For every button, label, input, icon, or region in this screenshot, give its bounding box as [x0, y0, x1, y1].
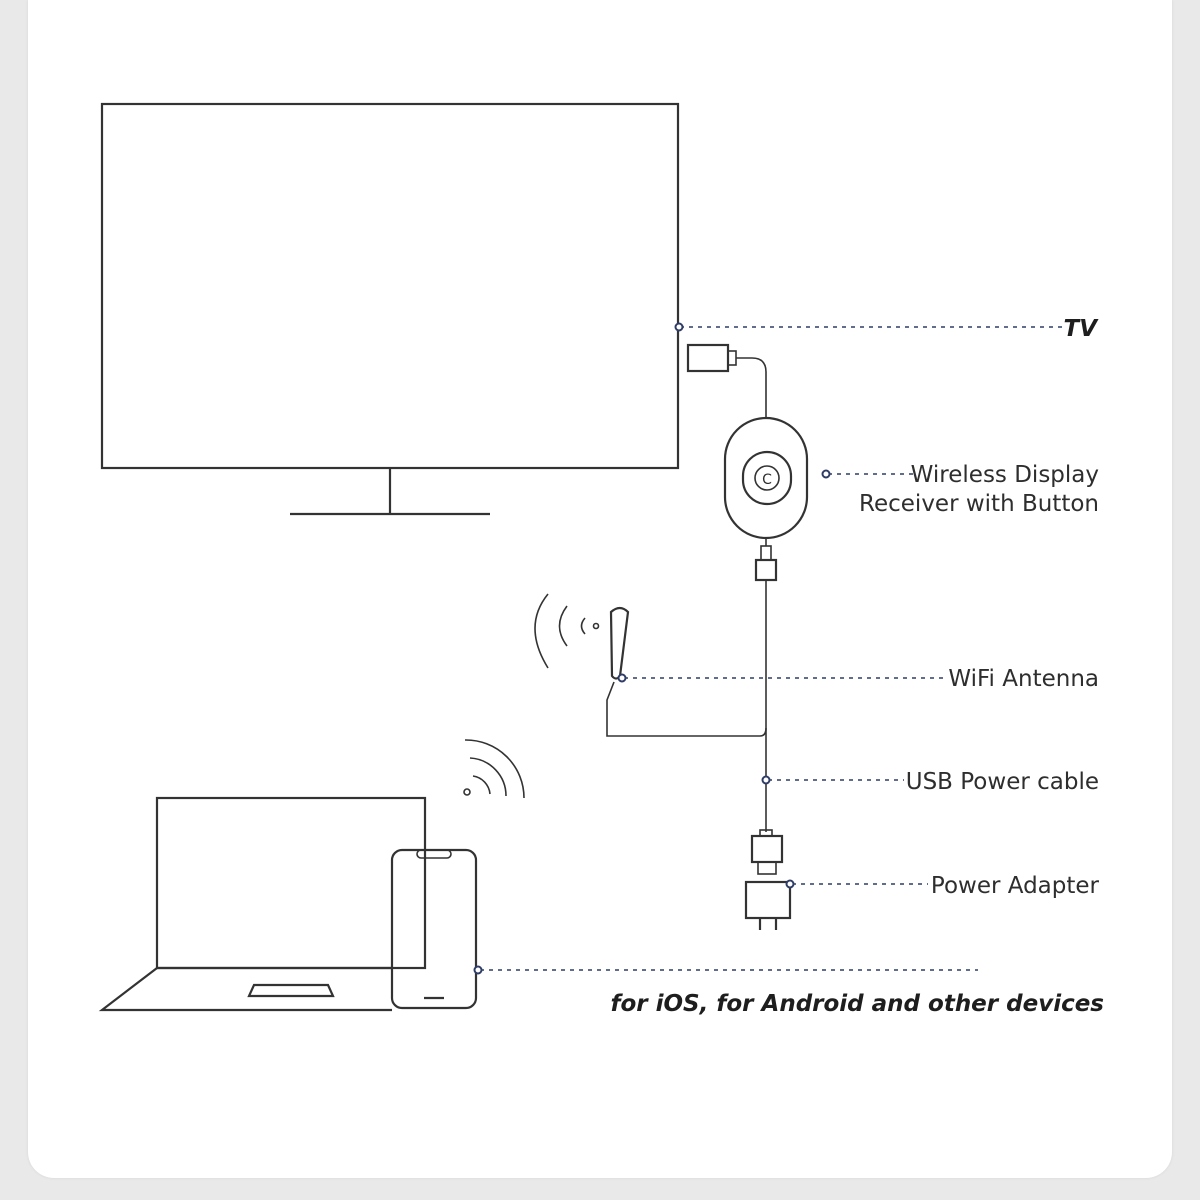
power-adapter-body — [744, 880, 792, 920]
antenna-cable — [606, 681, 767, 737]
antenna-body — [609, 606, 630, 680]
phone-illustration — [390, 848, 478, 1010]
receiver-button-glyph: C — [762, 472, 772, 488]
power-adapter-illustration — [744, 829, 792, 930]
usb-a-plug — [750, 834, 784, 864]
diagram-card — [28, 0, 1172, 1178]
antenna-leader-dot — [617, 673, 627, 683]
tv-screen — [100, 102, 680, 470]
wifi-signal-dot — [463, 788, 471, 796]
laptop-base — [98, 967, 392, 1012]
receiver-illustration: C — [723, 416, 809, 540]
wifi-signal-icon — [463, 739, 525, 799]
antenna-label: WiFi Antenna — [948, 666, 1099, 692]
adapter-leader-dot — [785, 879, 795, 889]
receiver-leader-dot — [821, 469, 831, 479]
power-adapter-label: Power Adapter — [931, 873, 1100, 899]
hdmi-connector-icon — [686, 343, 767, 418]
receiver-label-line2: Receiver with Button — [859, 491, 1099, 517]
devices-label: for iOS, for Android and other devices — [610, 991, 1104, 1017]
wifi-arc-3 — [464, 739, 525, 799]
phone-body — [390, 848, 478, 1010]
receiver-button-ring — [754, 465, 780, 491]
wifi-arc-1 — [472, 775, 491, 795]
hdmi-cable — [736, 357, 767, 418]
hdmi-plug-tip — [727, 350, 737, 366]
tv-illustration — [100, 102, 680, 516]
hdmi-plug — [686, 343, 730, 373]
laptop-illustration — [98, 796, 427, 1012]
tv-label: TV — [1064, 316, 1100, 342]
laptop-screen — [155, 796, 427, 970]
micro-usb-plug — [754, 558, 778, 582]
phone-notch — [416, 849, 452, 859]
usb-leader-dot — [761, 775, 771, 785]
devices-leader-dot — [473, 965, 483, 975]
usb-a-tip — [757, 861, 777, 875]
micro-usb-tip — [760, 545, 772, 561]
antenna-wave-3 — [534, 593, 549, 669]
antenna-wave-2 — [558, 605, 568, 647]
tv-leader-dot — [674, 322, 684, 332]
micro-usb-connector-icon — [754, 538, 778, 832]
antenna-wave-1 — [580, 617, 586, 635]
laptop-trackpad — [247, 983, 335, 998]
antenna-signal-dot — [592, 622, 600, 630]
receiver-label-line1: Wireless Display — [911, 462, 1099, 488]
wifi-arc-2 — [469, 757, 507, 797]
wifi-antenna-illustration — [534, 593, 767, 737]
receiver-button — [741, 450, 793, 506]
usb-cable-label: USB Power cable — [906, 769, 1099, 795]
